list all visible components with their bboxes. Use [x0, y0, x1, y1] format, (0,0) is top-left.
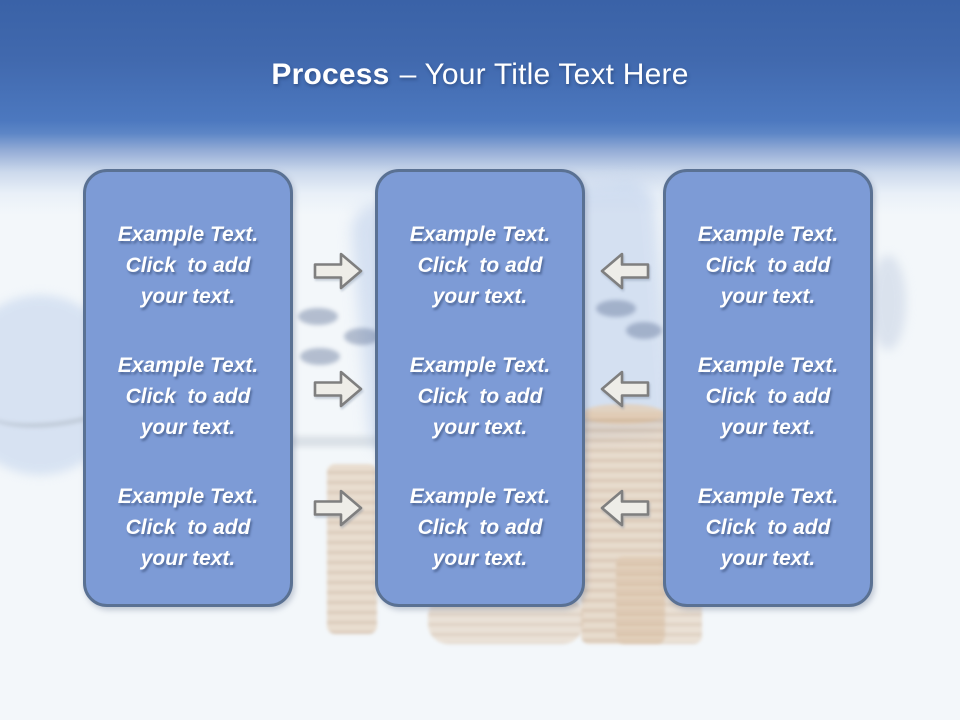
- title-rest: – Your Title Text Here: [399, 58, 689, 91]
- placeholder-line: your text.: [432, 547, 528, 570]
- placeholder-line: Example Text.: [117, 354, 259, 377]
- placeholder-line: Example Text.: [117, 223, 259, 246]
- arrow-left-icon: [600, 252, 650, 290]
- process-box-1[interactable]: Example Text. Click to add your text. Ex…: [83, 169, 293, 607]
- placeholder-line: your text.: [140, 285, 236, 308]
- placeholder-line: your text.: [720, 416, 816, 439]
- placeholder-line: Click to add: [125, 254, 251, 277]
- text-placeholder[interactable]: Example Text. Click to add your text.: [672, 481, 864, 574]
- placeholder-line: Click to add: [417, 516, 543, 539]
- placeholder-line: Click to add: [705, 516, 831, 539]
- placeholder-line: Click to add: [705, 254, 831, 277]
- arrow-right-icon: [313, 489, 363, 527]
- arrow-left-icon: [600, 489, 650, 527]
- placeholder-line: Click to add: [417, 385, 543, 408]
- placeholder-line: your text.: [432, 285, 528, 308]
- text-placeholder[interactable]: Example Text. Click to add your text.: [92, 481, 284, 574]
- process-box-3[interactable]: Example Text. Click to add your text. Ex…: [663, 169, 873, 607]
- text-placeholder[interactable]: Example Text. Click to add your text.: [672, 219, 864, 312]
- text-placeholder[interactable]: Example Text. Click to add your text.: [672, 350, 864, 443]
- arrow-right-icon: [313, 252, 363, 290]
- placeholder-line: Example Text.: [409, 354, 551, 377]
- text-placeholder[interactable]: Example Text. Click to add your text.: [384, 219, 576, 312]
- placeholder-line: your text.: [432, 416, 528, 439]
- text-placeholder[interactable]: Example Text. Click to add your text.: [384, 481, 576, 574]
- arrow-right-icon: [313, 370, 363, 408]
- bg-photo-calculator-key: [626, 322, 662, 339]
- bg-photo-table-edge: [288, 436, 380, 447]
- placeholder-line: Click to add: [705, 385, 831, 408]
- placeholder-line: Click to add: [417, 254, 543, 277]
- placeholder-line: Example Text.: [409, 223, 551, 246]
- text-placeholder[interactable]: Example Text. Click to add your text.: [92, 219, 284, 312]
- placeholder-line: Example Text.: [117, 485, 259, 508]
- placeholder-line: Click to add: [125, 385, 251, 408]
- placeholder-line: your text.: [140, 416, 236, 439]
- placeholder-line: Example Text.: [409, 485, 551, 508]
- slide-title: Process – Your Title Text Here: [0, 55, 960, 95]
- placeholder-line: Example Text.: [697, 485, 839, 508]
- placeholder-line: Example Text.: [697, 223, 839, 246]
- bg-photo-calculator-key: [298, 308, 338, 325]
- bg-photo-blob: [870, 255, 906, 350]
- process-box-2[interactable]: Example Text. Click to add your text. Ex…: [375, 169, 585, 607]
- arrow-left-icon: [600, 370, 650, 408]
- placeholder-line: your text.: [720, 285, 816, 308]
- bg-photo-calculator-key: [300, 348, 340, 365]
- text-placeholder[interactable]: Example Text. Click to add your text.: [92, 350, 284, 443]
- bg-photo-calculator-key: [596, 300, 636, 317]
- placeholder-line: your text.: [720, 547, 816, 570]
- placeholder-line: Example Text.: [697, 354, 839, 377]
- placeholder-line: your text.: [140, 547, 236, 570]
- placeholder-line: Click to add: [125, 516, 251, 539]
- text-placeholder[interactable]: Example Text. Click to add your text.: [384, 350, 576, 443]
- title-emphasis: Process: [271, 58, 390, 91]
